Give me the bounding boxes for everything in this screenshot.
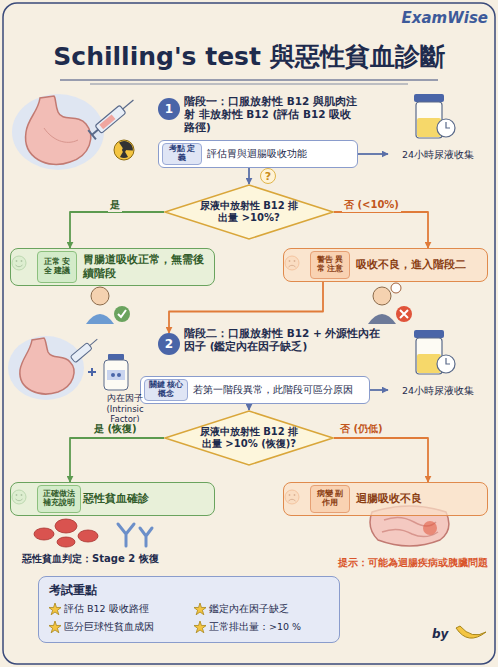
node-text: 尿液中放射性 B12 排出量 >10% (恢復)?	[198, 426, 300, 451]
key-point: 鑑定內在因子缺乏	[194, 603, 329, 616]
radiation-icon	[114, 138, 135, 160]
label: 內在因子 (Intrinsic Factor)	[92, 393, 158, 425]
urine-collection: 24小時尿液收集	[388, 326, 488, 398]
tag-chip: 關鍵 核心概念	[144, 379, 188, 401]
decision-diamond: 尿液中放射性 B12 排出量 >10% (恢復)?	[164, 410, 334, 466]
key-point-box: 若第一階段異常，此階段可區分原因關鍵 核心概念	[140, 376, 370, 404]
result-box: 胃腸道吸收正常，無需後續階段正常 安全 建議	[10, 248, 215, 286]
node-text: 評估胃與迴腸吸收功能	[207, 147, 307, 161]
urine-jar-icon	[414, 94, 455, 138]
stomach-icon-2	[8, 336, 84, 400]
label: 階段二：口服放射性 B12 + 外源性內在因子 (鑑定內在因子缺乏)	[184, 327, 384, 353]
label: 提示：可能為迴腸疾病或胰臟問題	[262, 557, 488, 569]
syringe-icon	[88, 95, 137, 139]
key-point-box: 評估胃與迴腸吸收功能考點 定義	[158, 140, 358, 168]
node-text: 惡性貧血確診	[83, 492, 149, 506]
summary-panel: 考試重點評估 B12 吸收路徑鑑定內在因子缺乏區分巨球性貧血成因正常排出量：>1…	[38, 576, 340, 643]
title-rule	[60, 80, 438, 84]
node-text: 吸收不良，進入階段二	[356, 258, 466, 272]
star-icon	[49, 621, 61, 633]
edge-label: 是	[108, 198, 122, 212]
tag-chip: 正確做法 補充說明	[37, 485, 81, 513]
red-blood-cells	[34, 519, 98, 547]
flow-arrow	[70, 212, 164, 248]
urine-jar-icon-2	[414, 330, 455, 374]
decision-diamond: 尿液中放射性 B12 排出量 >10%?	[164, 184, 334, 240]
flow-arrow	[70, 438, 164, 482]
person-ok-icon	[86, 287, 130, 324]
node-text: 尿液中放射性 B12 排出量 >10%?	[198, 200, 300, 225]
node-text: 警告 異常 注意	[313, 256, 347, 273]
flow-arrow	[334, 212, 428, 248]
node-text: 正確做法 補充說明	[40, 490, 78, 507]
urine-collection: 24小時尿液收集	[388, 90, 488, 162]
tag-chip: 病變 副作用	[310, 485, 350, 513]
flow-arrow	[248, 404, 250, 410]
node-text: 24小時尿液收集	[402, 385, 474, 398]
result-box: 吸收不良，進入階段二警告 異常 注意	[283, 248, 488, 282]
node-text: 胃腸道吸收正常，無需後續階段	[83, 253, 206, 281]
label: ExamWise	[360, 9, 488, 28]
edge-label: 否 (<10%)	[342, 198, 401, 212]
question-badge: ?	[260, 168, 276, 184]
star-icon	[49, 603, 61, 615]
step-number: 2	[158, 333, 180, 355]
node-text: 正常 安全 建議	[40, 258, 74, 275]
edge-label: 否 (仍低)	[338, 422, 385, 436]
tag-chip: 正常 安全 建議	[37, 251, 77, 283]
intrinsic-factor-bottle	[104, 354, 128, 390]
result-box: 迴腸吸收不良病變 副作用	[283, 482, 488, 516]
label: 階段一：口服放射性 B12 與肌肉注射 非放射性 B12 (評估 B12 吸收路…	[184, 95, 358, 134]
flow-arrow	[169, 282, 323, 333]
node-text: 2	[165, 337, 173, 351]
title: Schilling's test 與惡性貧血診斷	[0, 40, 498, 73]
tag-chip: 考點 定義	[162, 143, 202, 165]
key-point: 評估 B12 吸收路徑	[49, 603, 184, 616]
label: by	[432, 627, 454, 642]
person-x-icon	[368, 283, 412, 324]
node-text: 1	[165, 102, 173, 116]
node-text: 24小時尿液收集	[402, 149, 474, 162]
tag-chip: 警告 異常 注意	[310, 251, 350, 279]
flow-arrow	[370, 389, 388, 391]
panel-heading: 考試重點	[49, 583, 329, 598]
banana-icon	[456, 626, 486, 638]
syringe-icon-2	[70, 336, 100, 363]
antibody-icon	[118, 524, 152, 546]
label: 惡性貧血判定：Stage 2 恢復	[22, 553, 242, 566]
key-point: 區分巨球性貧血成因	[49, 621, 184, 634]
result-box: 惡性貧血確診正確做法 補充說明	[10, 482, 215, 516]
node-text: 病變 副作用	[313, 490, 347, 507]
flow-arrow	[248, 168, 250, 184]
plus-sign	[88, 368, 96, 376]
star-icon	[194, 621, 206, 633]
edge-label: 是 (恢復)	[92, 422, 139, 436]
node-text: 考點 定義	[165, 145, 199, 162]
key-point: 正常排出量：>10 %	[194, 621, 329, 634]
stomach-icon	[12, 94, 104, 170]
flow-arrow	[334, 438, 428, 482]
step-number: 1	[158, 98, 180, 120]
star-icon	[194, 603, 206, 615]
page-frame	[3, 3, 495, 664]
node-text: 若第一階段異常，此階段可區分原因	[193, 383, 353, 397]
node-text: 迴腸吸收不良	[356, 492, 422, 506]
flow-arrow	[358, 153, 388, 155]
node-text: 關鍵 核心概念	[147, 381, 185, 398]
